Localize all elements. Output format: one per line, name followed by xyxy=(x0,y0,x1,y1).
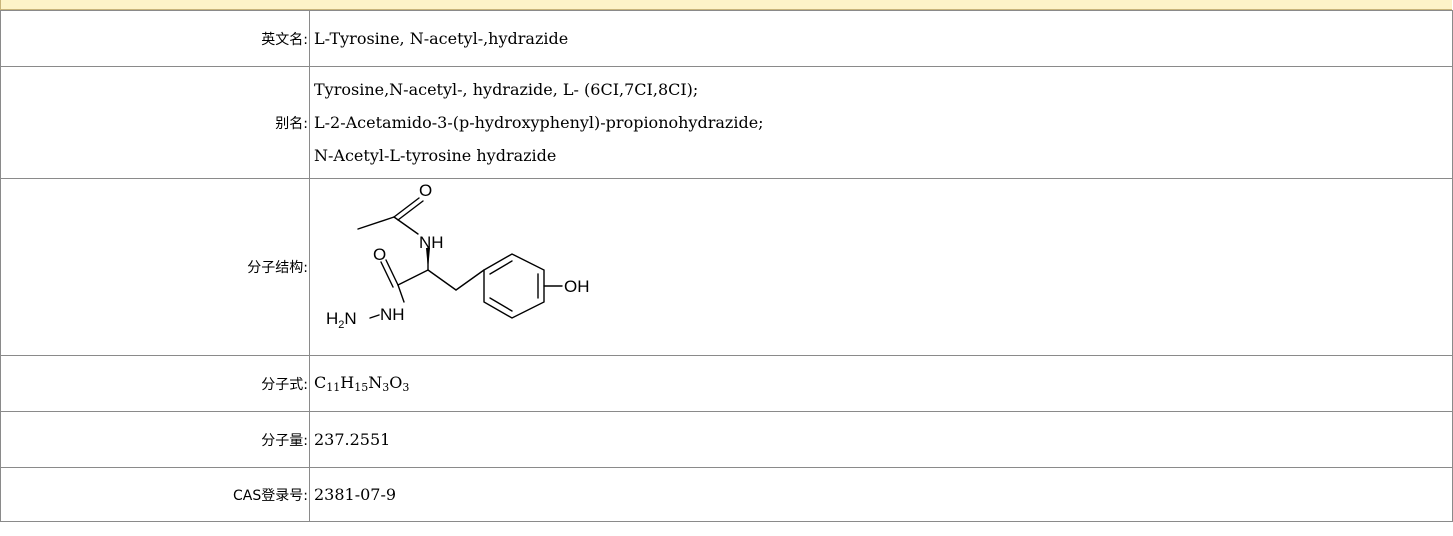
table-row: 别名: Tyrosine,N-acetyl-, hydrazide, L- (6… xyxy=(0,66,1453,179)
molecular-structure-diagram: O NH O OH NH H2N xyxy=(326,182,590,331)
oxygen-atom-label: O xyxy=(419,182,432,200)
compound-properties-table: 英文名: L-Tyrosine, N-acetyl-,hydrazide 别名:… xyxy=(0,10,1453,522)
amine-label: H2N xyxy=(326,309,357,331)
oxygen-atom-label: O xyxy=(373,245,386,264)
hydroxyl-label: OH xyxy=(564,277,590,296)
alias-item: Tyrosine,N-acetyl-, hydrazide, L- (6CI,7… xyxy=(314,80,699,99)
english-name-value: L-Tyrosine, N-acetyl-,hydrazide xyxy=(309,10,1453,67)
table-row: CAS登录号: 2381-07-9 xyxy=(0,467,1453,522)
table-row: 分子量: 237.2551 xyxy=(0,411,1453,468)
formula-value: C11H15N3O3 xyxy=(309,355,1453,412)
structure-cell: O NH O OH NH H2N xyxy=(309,178,1453,356)
molecular-weight-value: 237.2551 xyxy=(309,411,1453,468)
formula-label: 分子式: xyxy=(0,355,310,412)
cas-value: 2381-07-9 xyxy=(309,467,1453,522)
alias-item: N-Acetyl-L-tyrosine hydrazide xyxy=(314,146,557,165)
english-name-label: 英文名: xyxy=(0,10,310,67)
nh-atom-label: NH xyxy=(380,305,405,324)
aliases-label: 别名: xyxy=(0,66,310,179)
table-row: 英文名: L-Tyrosine, N-acetyl-,hydrazide xyxy=(0,10,1453,67)
section-header-band xyxy=(0,0,1452,10)
structure-label: 分子结构: xyxy=(0,178,310,356)
aliases-value: Tyrosine,N-acetyl-, hydrazide, L- (6CI,7… xyxy=(309,66,1453,179)
table-row: 分子式: C11H15N3O3 xyxy=(0,355,1453,412)
molecular-weight-label: 分子量: xyxy=(0,411,310,468)
table-row: 分子结构: xyxy=(0,178,1453,356)
nh-atom-label: NH xyxy=(419,233,444,252)
alias-item: L-2-Acetamido-3-(p-hydroxyphenyl)-propio… xyxy=(314,113,764,132)
cas-label: CAS登录号: xyxy=(0,467,310,522)
